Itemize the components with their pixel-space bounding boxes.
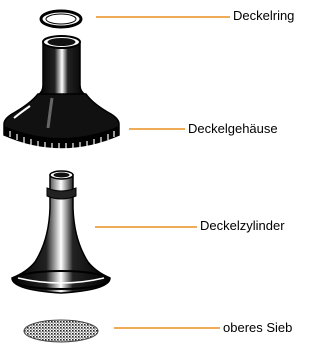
leader-lines [95,16,230,329]
housing-part [3,35,120,149]
label-sieve: oberes Sieb [223,320,293,335]
label-cylinder: Deckelzylinder [200,218,285,233]
ring-part [39,9,83,29]
label-housing: Deckelgehäuse [188,121,278,136]
cylinder-part [11,170,111,294]
sieve-part [23,319,99,343]
label-ring: Deckelring [233,8,295,23]
